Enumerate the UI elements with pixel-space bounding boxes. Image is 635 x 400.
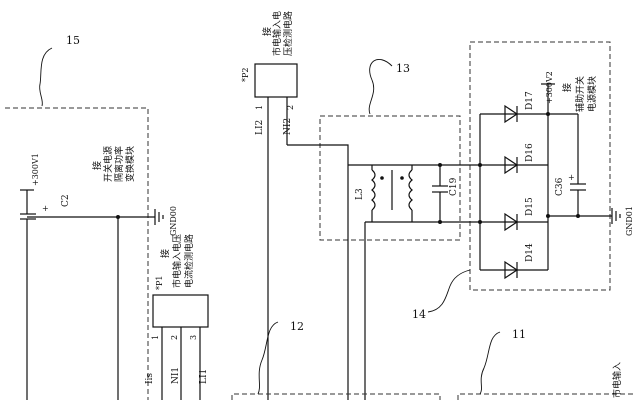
- c36-label: C36: [555, 177, 565, 196]
- callout-14: 14: [412, 269, 471, 321]
- module-14: D17 D16 D15 D14 +300V2 + C36: [440, 41, 634, 291]
- callout-12-leader: [257, 321, 279, 395]
- callout-12-label: 12: [290, 320, 304, 333]
- p1-note-3: 电流检测电路: [183, 234, 195, 288]
- callout-11-label: 11: [512, 328, 526, 341]
- p1-pin1: 1: [151, 335, 160, 340]
- p1-pin2: 2: [170, 335, 179, 340]
- module-11: 11 市电输入: [457, 328, 635, 400]
- p2-note-1: 接: [261, 27, 273, 36]
- c36-plus: +: [568, 173, 575, 182]
- module-11-border: [457, 393, 635, 400]
- l3-dot-2: [400, 176, 404, 180]
- module-15-border: [5, 107, 149, 400]
- module15-note-2: 开关电源: [102, 146, 114, 182]
- module15-note-3: 隔离功率: [113, 146, 125, 182]
- callout-11-leader: [479, 331, 501, 395]
- l3-label: L3: [355, 188, 365, 200]
- module-12: 12: [231, 320, 441, 400]
- module15-note-4: 变换模块: [124, 146, 136, 182]
- callout-13-label: 13: [396, 62, 410, 75]
- callout-15-leader: [39, 47, 53, 107]
- p2-note-2: 市电输入电: [271, 11, 283, 56]
- iis-label: Iis: [145, 373, 155, 384]
- d16-body: [504, 155, 519, 175]
- callout-15-label: 15: [66, 34, 80, 47]
- li1-label: LI1: [199, 369, 209, 384]
- module11-note: 市电输入: [611, 362, 623, 398]
- gnd01-junction-2: [576, 214, 580, 218]
- gnd01-label: GND01: [625, 206, 634, 236]
- l3-dot-1: [380, 176, 384, 180]
- l3-coil-right: [408, 169, 413, 211]
- p1-note-2: 市电输入电压: [171, 234, 183, 288]
- module-12-border: [231, 393, 441, 400]
- v2-label: +300V2: [545, 71, 554, 104]
- d16-label: D16: [525, 143, 535, 162]
- v1-label: +300V1: [31, 153, 40, 186]
- p2-ref: *P2: [241, 68, 250, 82]
- callout-14-label: 14: [412, 308, 426, 321]
- p2-box: [254, 63, 298, 98]
- ni1-label: NI1: [171, 367, 181, 384]
- ni2-route: [287, 144, 349, 400]
- p1-pin3: 3: [189, 335, 198, 340]
- c2-plus: +: [42, 204, 49, 213]
- module-13-border: [319, 115, 461, 241]
- rectifier-note-2: 辅助开关: [574, 76, 586, 112]
- p1-note-1: 接: [159, 249, 171, 258]
- module15-note-1: 接: [91, 161, 103, 170]
- c2-label: C2: [61, 194, 71, 207]
- p2-pin2: 2: [286, 105, 295, 110]
- rectifier-note-1: 接: [561, 83, 573, 92]
- module-14-border: [469, 41, 611, 291]
- diode-d17: D17: [504, 91, 535, 124]
- module-15: +300V1 + C2 GND00 接 开关电源 隔离功率 变换模块: [5, 107, 178, 400]
- d17-body: [504, 104, 519, 124]
- callout-13-leader: [368, 59, 393, 115]
- ni2-label: NI2: [283, 118, 293, 135]
- diode-d16: D16: [504, 143, 535, 175]
- d14-body: [504, 260, 519, 280]
- diode-d14: D14: [504, 243, 535, 280]
- c19-label: C19: [449, 177, 459, 196]
- d14-label: D14: [525, 243, 535, 262]
- diode-d15: D15: [504, 197, 535, 232]
- p1-ref: *P1: [155, 276, 164, 290]
- callout-14-leader: [427, 269, 471, 313]
- module-13: L3 C19: [287, 115, 461, 400]
- l3-coil-left: [371, 169, 376, 211]
- p2-pin1: 1: [255, 105, 264, 110]
- d17-label: D17: [525, 91, 535, 110]
- p1-connector: *P1 1 2 3 接 市电输入电压 电流检测电路 Iis NI1 LI1: [145, 234, 209, 400]
- d15-label: D15: [525, 197, 535, 216]
- li2-label: LI2: [255, 120, 265, 135]
- rectifier-note-3: 电源模块: [586, 76, 598, 112]
- gnd01-junction-1: [546, 214, 550, 218]
- d15-body: [504, 212, 519, 232]
- p2-connector: *P2 1 2 接 市电输入电 压检测电路 LI2 NI2: [241, 11, 298, 400]
- gnd00-label: GND00: [169, 206, 178, 236]
- p2-note-3: 压检测电路: [282, 11, 294, 56]
- p1-box: [152, 294, 209, 328]
- callout-13: 13: [368, 59, 410, 115]
- callout-15: 15: [39, 34, 80, 107]
